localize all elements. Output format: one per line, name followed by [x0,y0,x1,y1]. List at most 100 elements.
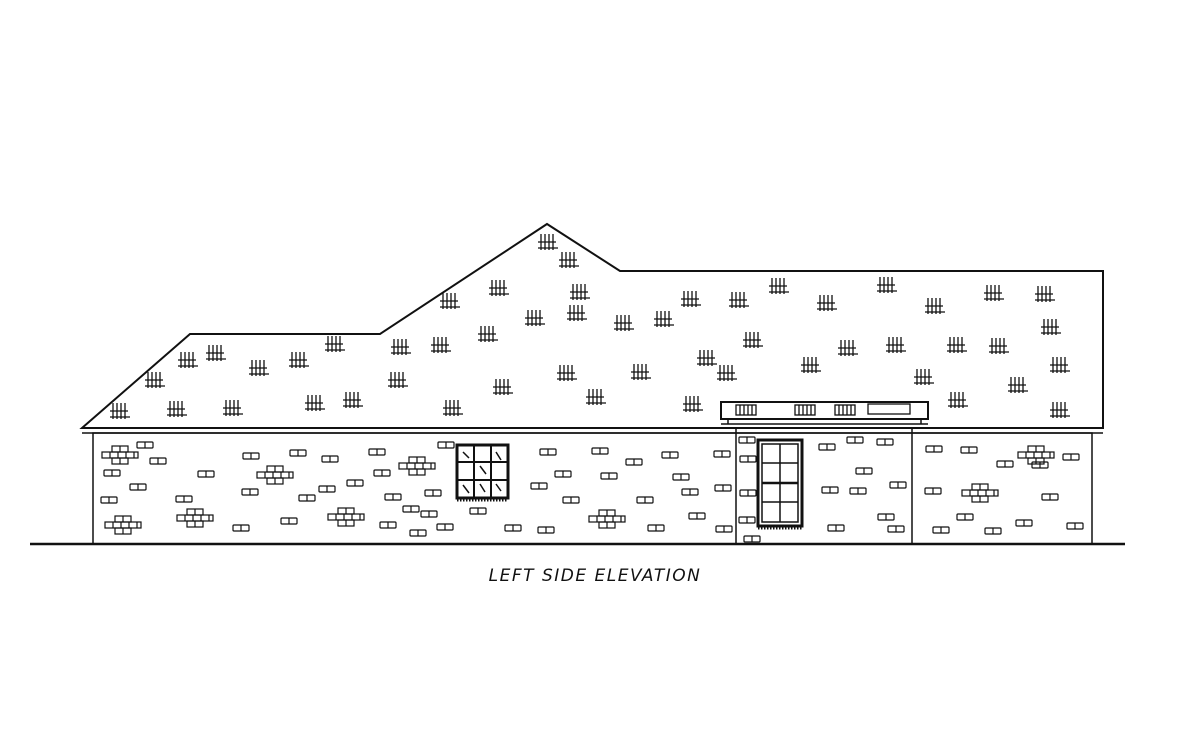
shingle-mark [631,364,651,380]
shingle-mark [178,352,198,368]
brick-mark [591,447,609,455]
brick-cluster-mark [398,456,436,476]
shingle-mark [110,403,130,419]
bumpout-roof-detail [735,403,911,416]
brick-mark [984,527,1002,535]
shingle-mark [886,337,906,353]
shingle-mark [947,337,967,353]
brick-mark [827,524,845,532]
brick-mark [409,529,427,537]
brick-mark [197,470,215,478]
brick-mark [877,513,895,521]
brick-mark [821,486,839,494]
brick-mark [681,488,699,496]
shingle-mark [391,339,411,355]
shingle-mark [1050,402,1070,418]
brick-mark [1031,461,1049,469]
shingle-mark [697,350,717,366]
brick-mark [368,448,386,456]
brick-mark [932,526,950,534]
brick-mark [889,481,907,489]
shingle-mark [1008,377,1028,393]
brick-mark [241,488,259,496]
brick-mark [1066,522,1084,530]
brick-mark [469,507,487,515]
shingle-mark [493,379,513,395]
brick-mark [379,521,397,529]
brick-mark [289,449,307,457]
window-left [455,443,510,502]
brick-mark [849,487,867,495]
shingle-mark [817,295,837,311]
brick-mark [562,496,580,504]
shingle-mark [223,400,243,416]
shingle-mark [801,357,821,373]
brick-mark [715,525,733,533]
shingle-mark [717,365,737,381]
shingle-mark [914,369,934,385]
brick-mark [149,457,167,465]
shingle-mark [1035,286,1055,302]
shingle-mark [440,293,460,309]
shingle-mark [431,337,451,353]
shingle-mark [167,401,187,417]
shingle-mark [305,395,325,411]
drawing-caption: LEFT SIDE ELEVATION [488,566,702,586]
brick-mark [738,516,756,524]
brick-cluster-mark [961,483,999,503]
brick-mark [743,535,761,543]
shingle-mark [443,400,463,416]
shingle-mark [614,315,634,331]
shingle-mark [538,234,558,250]
brick-mark [346,479,364,487]
shingle-mark [525,310,545,326]
brick-cluster-mark [588,509,626,529]
shingle-mark [586,389,606,405]
brick-mark [530,482,548,490]
brick-mark [504,524,522,532]
shingle-mark [557,365,577,381]
brick-mark [318,485,336,493]
brick-mark [103,469,121,477]
brick-mark [738,436,756,444]
brick-mark [298,494,316,502]
brick-mark [100,496,118,504]
brick-mark [661,451,679,459]
shingle-mark [683,396,703,412]
brick-mark [384,493,402,501]
shingle-mark [570,284,590,300]
shingle-mark [343,392,363,408]
shingle-mark [145,372,165,388]
wall-brick-marks [100,436,1084,543]
shingle-mark [325,336,345,352]
brick-cluster-mark [101,445,139,465]
roof-shingle-marks [110,234,1070,419]
brick-mark [672,473,690,481]
brick-mark [321,455,339,463]
shingle-mark [1050,357,1070,373]
brick-mark [647,524,665,532]
shingle-mark [559,252,579,268]
brick-cluster-mark [256,465,294,485]
bumpout-roof [720,401,929,420]
brick-mark [625,458,643,466]
shingle-mark [289,352,309,368]
window-bumpout [756,438,804,530]
brick-mark [956,513,974,521]
brick-mark [846,436,864,444]
brick-mark [136,441,154,449]
brick-mark [688,512,706,520]
shingle-mark [206,345,226,361]
shingle-mark [877,277,897,293]
shingle-mark [989,338,1009,354]
shingle-mark [984,285,1004,301]
brick-mark [175,495,193,503]
brick-mark [960,446,978,454]
brick-mark [537,526,555,534]
brick-cluster-mark [327,507,365,527]
shingle-mark [1041,319,1061,335]
brick-mark [280,517,298,525]
brick-mark [739,455,757,463]
brick-mark [996,460,1014,468]
